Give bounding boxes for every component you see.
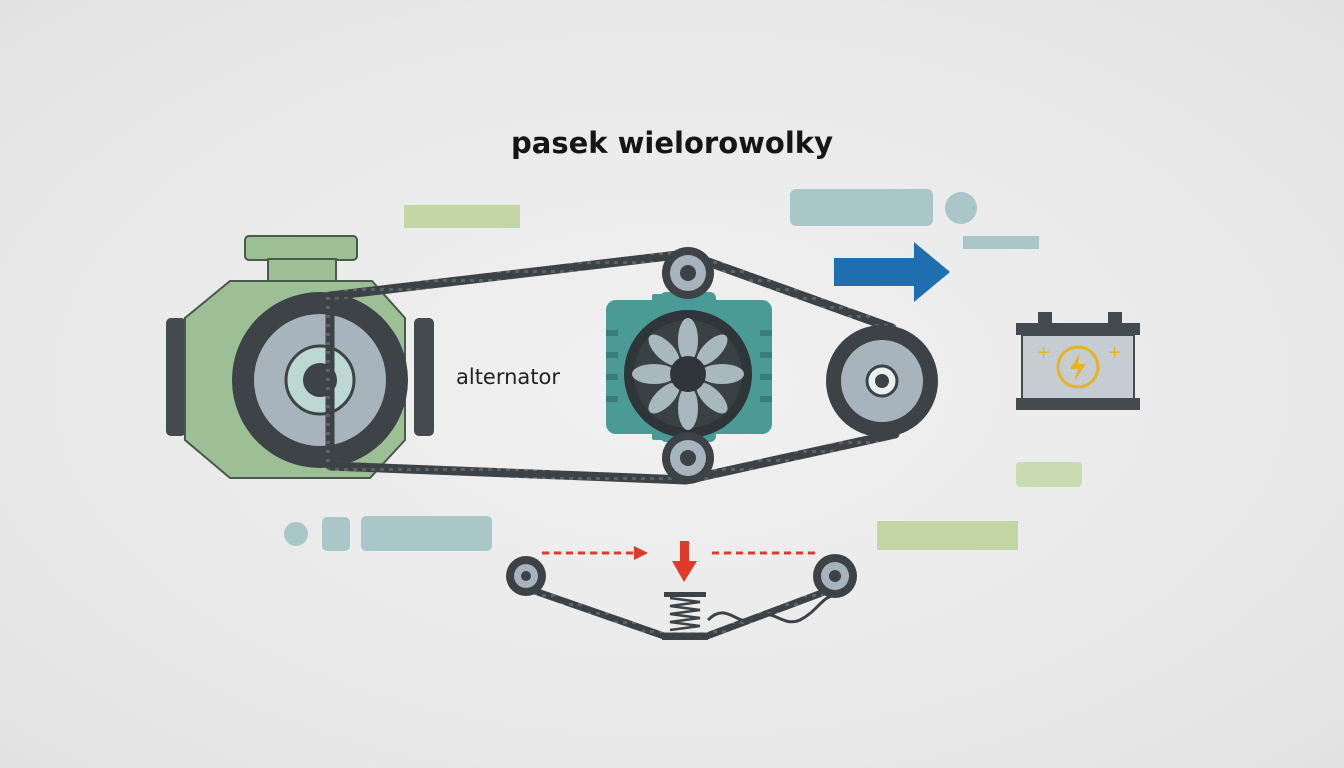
alternator-label: alternator: [456, 365, 561, 389]
tensioner-spring-icon: [506, 541, 857, 640]
placeholder-bar-teal-small: [963, 236, 1039, 249]
idler-pulley-bottom-icon: [662, 432, 714, 484]
placeholder-bars: [284, 189, 1082, 551]
placeholder-bar-teal-bottom: [361, 516, 492, 551]
idler-pulley-icon: [662, 247, 714, 299]
svg-text:+: +: [1036, 342, 1051, 363]
placeholder-bar-green-top: [404, 205, 520, 228]
placeholder-bar-teal-top: [790, 189, 933, 226]
right-pulley-icon: [826, 325, 938, 437]
diagram-title: pasek wielorowolky: [511, 126, 833, 160]
alternator-icon: [606, 292, 772, 442]
placeholder-dot-bottom: [284, 522, 308, 546]
battery-icon: + +: [1016, 312, 1140, 410]
arrow-right-icon: [834, 242, 950, 302]
placeholder-bar-green-bottom: [877, 521, 1018, 550]
placeholder-bar-teal-square: [322, 517, 350, 551]
placeholder-dot-top: [945, 192, 977, 224]
svg-text:+: +: [1107, 342, 1122, 363]
placeholder-bar-green-right: [1016, 462, 1082, 487]
engine-icon: [166, 235, 434, 479]
